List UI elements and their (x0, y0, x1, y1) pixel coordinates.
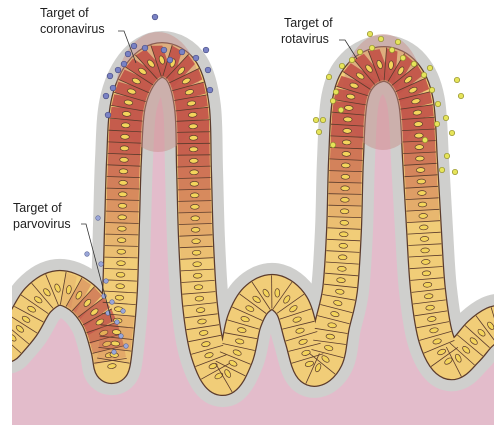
label-coronavirus-line1: Target of (40, 6, 89, 20)
label-parvovirus-line1: Target of (13, 201, 62, 215)
label-parvovirus-line2: parvovirus (13, 217, 71, 231)
label-rotavirus-line2: rotavirus (281, 32, 329, 46)
label-coronavirus-line2: coronavirus (40, 22, 105, 36)
label-rotavirus-line1: Target of (284, 16, 333, 30)
